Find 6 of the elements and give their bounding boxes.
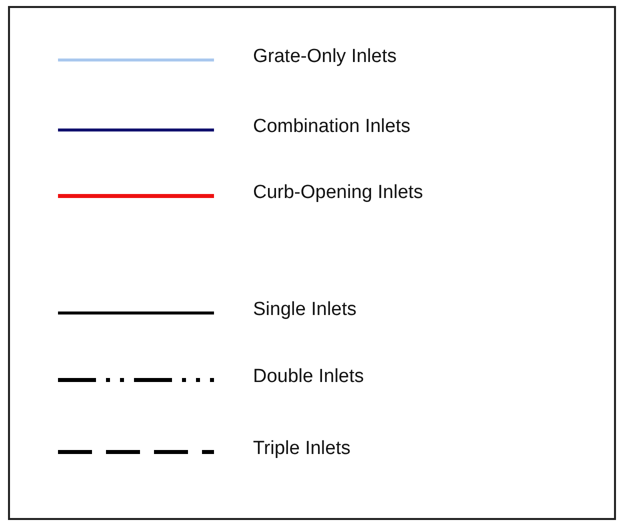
legend-label: Triple Inlets	[253, 438, 350, 460]
legend-label: Single Inlets	[253, 299, 357, 321]
legend-label: Curb-Opening Inlets	[253, 182, 424, 204]
legend-label: Grate-Only Inlets	[253, 46, 397, 68]
legend-label: Double Inlets	[253, 366, 364, 388]
legend-label: Combination Inlets	[253, 116, 410, 138]
